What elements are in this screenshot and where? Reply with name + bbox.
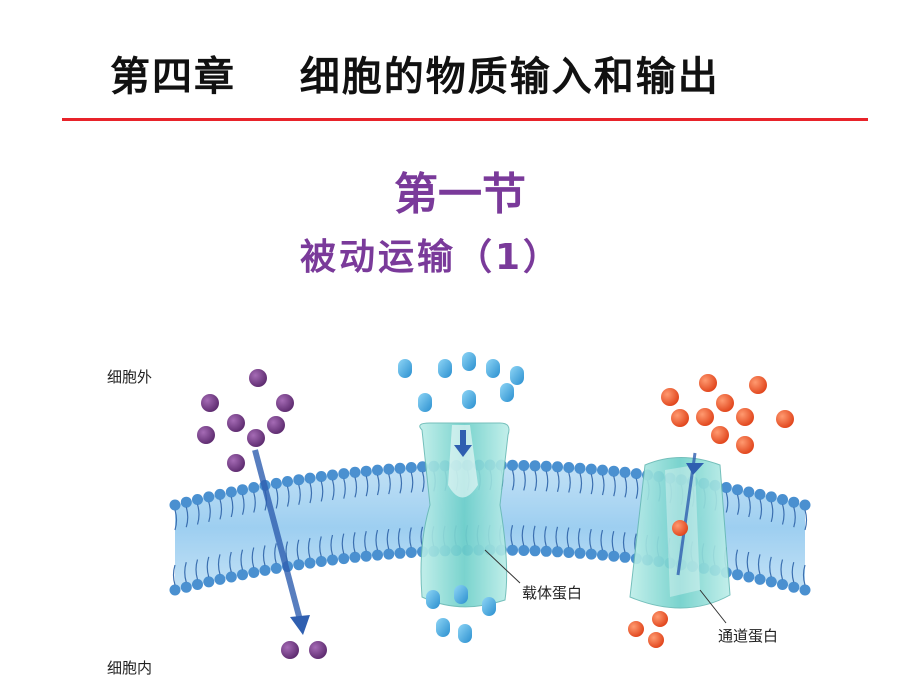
- orange-molecules-outside: [661, 374, 794, 454]
- free-diffusion-arrow: [252, 449, 303, 621]
- section-title: 第一节: [394, 169, 526, 220]
- orange-molecule-in-channel: [672, 520, 688, 536]
- carrier-protein: [419, 422, 510, 608]
- purple-molecules-inside: [281, 641, 327, 659]
- membrane-transport-diagram: [169, 352, 811, 659]
- section-subtitle: 被动运输（1）: [300, 237, 563, 278]
- blue-molecules-inside: [426, 585, 496, 643]
- purple-molecules-outside: [197, 369, 294, 472]
- chapter-title: 第四章 细胞的物质输入和输出: [110, 53, 720, 100]
- outside-cell-label: 细胞外: [107, 368, 153, 386]
- carrier-protein-label: 载体蛋白: [522, 584, 583, 602]
- inside-cell-label: 细胞内: [107, 659, 153, 677]
- free-diffusion-arrowhead: [290, 615, 310, 635]
- channel-protein-label: 通道蛋白: [718, 627, 779, 645]
- title-divider: [62, 118, 868, 121]
- blue-molecules-outside: [398, 352, 524, 412]
- orange-molecules-inside: [628, 611, 668, 648]
